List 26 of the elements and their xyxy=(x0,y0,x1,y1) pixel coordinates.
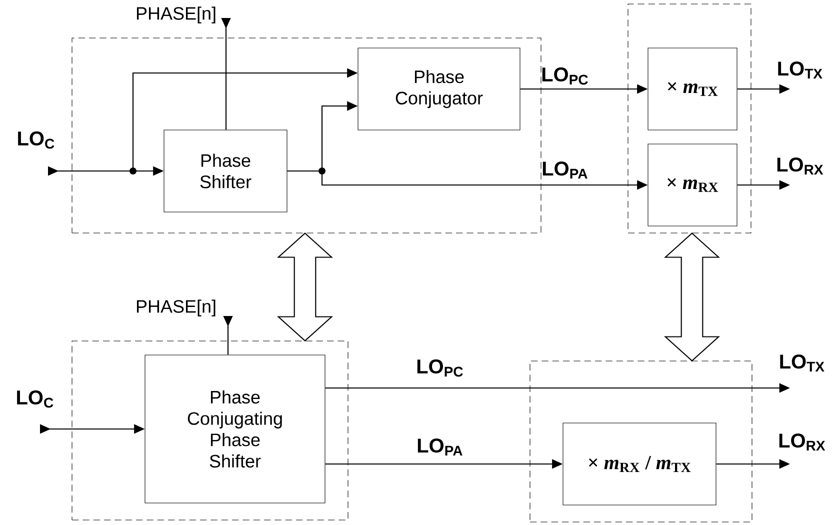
edge-label: LO$_{RX}$ xyxy=(779,434,826,450)
edge-label: LO$_{TX}$ xyxy=(778,62,822,78)
edge-label: PHASE[n] xyxy=(136,6,216,24)
process-box: Phase Shifter xyxy=(164,130,288,212)
double-arrow xyxy=(276,232,334,342)
output-label: LO$_{TX}$ xyxy=(780,354,824,372)
edge-label: PHASE[n] xyxy=(136,300,216,316)
edge-label: LO$_{RX}$ xyxy=(777,158,824,174)
edge-label: LO$_{PA}$ xyxy=(542,162,588,178)
multiplier-box: × m$_{TX}$ xyxy=(648,48,738,130)
dashed-box xyxy=(628,4,752,234)
process-box: Phase Conjugating Phase Shifter xyxy=(144,354,326,504)
arrow xyxy=(223,316,233,355)
dashed-box xyxy=(72,340,348,520)
edge-label: LO$_{PA}$ xyxy=(418,438,462,456)
dashed-box xyxy=(530,360,752,522)
edge-label: LO$_{PC}$ xyxy=(417,359,463,377)
multiplier-box: × m$_{RX}$ / m$_{TX}$ xyxy=(562,422,716,506)
dashed-box xyxy=(72,38,542,234)
edge-label: LO$_{C}$ xyxy=(17,390,54,408)
arrow xyxy=(221,18,231,130)
edge-label: LO$_{C}$ xyxy=(18,131,54,149)
process-box: Phase Conjugator xyxy=(358,48,520,130)
double-arrow xyxy=(664,232,720,362)
multiplier-box: × m$_{RX}$ xyxy=(648,144,738,226)
edge-label: LO$_{PC}$ xyxy=(542,67,588,85)
